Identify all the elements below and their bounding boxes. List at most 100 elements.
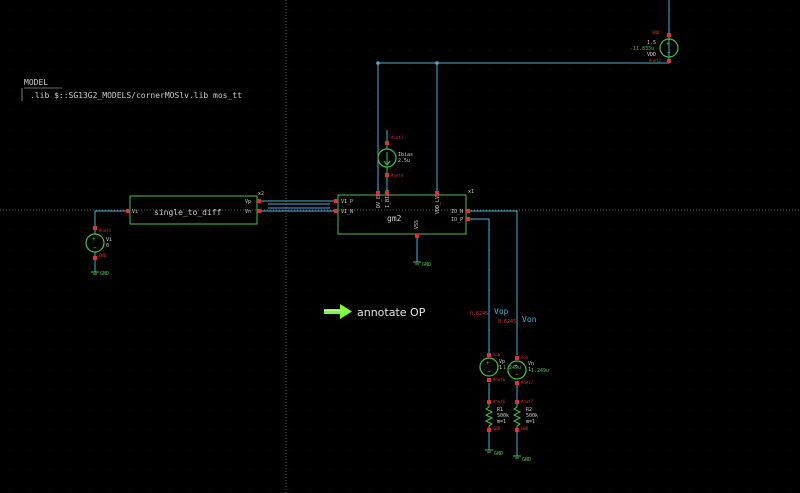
- pin-marker[interactable]: [487, 428, 491, 432]
- ground-vi[interactable]: GND: [91, 271, 109, 277]
- source-vp-symbol: [479, 357, 499, 377]
- model-title: MODEL: [24, 78, 48, 87]
- source-ibias-value: 2.5u: [398, 158, 410, 164]
- pin-marker[interactable]: [487, 400, 491, 404]
- source-vdd-name: VDD: [647, 52, 656, 58]
- instance-single-to-diff[interactable]: single_to_diff x2 Vi Vp Vn: [126, 191, 264, 225]
- pin-marker[interactable]: [334, 209, 338, 213]
- gm2-box: [337, 194, 467, 235]
- pin-marker[interactable]: [334, 199, 338, 203]
- pin-marker[interactable]: [385, 191, 389, 195]
- source-vdd-symbol: [659, 38, 679, 58]
- pin-marker[interactable]: [515, 400, 519, 404]
- source-vp[interactable]: + − Vop Vp 1 1.249u #net6: [479, 352, 521, 382]
- source-vn-pin-bot: #net7: [521, 380, 534, 385]
- ground-label: GND: [422, 262, 431, 268]
- ground-label: GND: [522, 457, 531, 463]
- resistor-r2[interactable]: #net7 R2 500k m=1 GND: [512, 399, 538, 432]
- source-vi-pin-bot: GND: [99, 253, 107, 258]
- resistor-r1[interactable]: #net6 R1 500k m=1 GND: [484, 399, 509, 432]
- minus-icon: −: [515, 371, 519, 378]
- source-vdd-pin-top: GND: [652, 30, 660, 35]
- pin-marker[interactable]: [667, 33, 671, 37]
- pin-marker[interactable]: [515, 381, 519, 385]
- pin-marker[interactable]: [415, 234, 419, 238]
- pin-marker[interactable]: [466, 209, 470, 213]
- pin-label-vi: Vi: [132, 209, 138, 215]
- pin-marker[interactable]: [257, 199, 261, 203]
- pin-marker[interactable]: [93, 256, 97, 260]
- ground-label: GND: [494, 451, 503, 457]
- model-lib-line: .lib $::SG13G2_MODELS/cornerMOSlv.lib mo…: [30, 91, 242, 100]
- resistor-r2-symbol: [512, 403, 522, 430]
- source-vdd[interactable]: + − GND 1.5 -11.833u VDD #net2: [630, 30, 679, 63]
- resistor-r2-mult: m=1: [526, 419, 535, 425]
- wire-io-p: [466, 218, 490, 355]
- plus-icon: +: [92, 236, 96, 243]
- pin-marker[interactable]: [126, 209, 130, 213]
- pin-marker[interactable]: [515, 428, 519, 432]
- pin-marker[interactable]: [385, 173, 389, 177]
- pin-marker[interactable]: [376, 191, 380, 195]
- minus-icon: −: [667, 49, 671, 56]
- resistor-r2-pin-top: #net7: [521, 399, 534, 404]
- pin-label-vi-p: VI_P: [341, 199, 353, 205]
- ground-r2[interactable]: GND: [513, 455, 531, 463]
- pin-marker[interactable]: [435, 191, 439, 195]
- source-vn-symbol: [507, 360, 527, 380]
- pin-marker[interactable]: [466, 217, 470, 221]
- wire-vi: [94, 210, 130, 228]
- ground-r1[interactable]: GND: [485, 449, 503, 457]
- source-vp-value: 1: [499, 365, 502, 371]
- pin-label-io-p: IO_P: [451, 217, 463, 223]
- source-vi[interactable]: + − Vi 0 #net1 GND: [85, 226, 112, 260]
- ground-vss[interactable]: GND: [413, 261, 431, 268]
- net-label-von[interactable]: Von: [522, 315, 537, 324]
- source-vi-name: Vi: [106, 237, 112, 243]
- source-vp-name: Vp: [499, 359, 505, 365]
- source-vn-current: 1.249u: [531, 368, 549, 374]
- source-vn-pin-top: Von: [521, 355, 529, 360]
- pin-marker[interactable]: [93, 226, 97, 230]
- net-voltage-vop: 0.6245: [470, 311, 488, 317]
- resistor-r1-pin-bot: GND: [493, 426, 501, 431]
- pin-marker[interactable]: [385, 141, 389, 145]
- source-vdd-current: -11.833u: [630, 46, 654, 52]
- pin-marker[interactable]: [257, 209, 261, 213]
- single-to-diff-name: single_to_diff: [154, 208, 222, 217]
- source-vdd-value: 1.5: [647, 40, 656, 46]
- gm2-ref: x1: [468, 189, 474, 195]
- source-vp-pin-top: Vop: [493, 352, 501, 357]
- source-vn-name: Vn: [528, 361, 534, 367]
- model-block[interactable]: MODEL .lib $::SG13G2_MODELS/cornerMOSlv.…: [21, 78, 242, 101]
- pin-label-dv-en: DV_EN: [376, 193, 382, 208]
- net-label-vop[interactable]: Vop: [494, 307, 509, 316]
- resistor-r1-name: R1: [497, 407, 503, 413]
- pin-marker[interactable]: [487, 378, 491, 382]
- pin-marker[interactable]: [515, 356, 519, 360]
- source-ibias-pin-top: #net3: [391, 135, 404, 140]
- source-vp-pin-bot: #net6: [493, 377, 506, 382]
- instance-gm2[interactable]: gm2 x1 VI_P VI_N IO_N IO_P VSS DV_EN I_B…: [334, 189, 474, 238]
- source-vn[interactable]: + − Von Vn 1 1.249u #net7: [507, 355, 549, 385]
- wire-io-n: [466, 210, 518, 355]
- pin-label-vss: VSS: [414, 220, 420, 229]
- resistor-r1-value: 500k: [497, 413, 509, 419]
- single-to-diff-ref: x2: [258, 191, 264, 197]
- minus-icon: −: [93, 244, 97, 251]
- source-vp-current: 1.249u: [503, 365, 521, 371]
- net-voltage-von: 0.6245: [498, 319, 516, 325]
- pin-label-vdd: VDD_LV5: [435, 193, 441, 214]
- annotate-op-button[interactable]: annotate OP: [324, 304, 426, 319]
- junction-dot: [435, 61, 439, 65]
- resistor-r1-mult: m=1: [497, 419, 506, 425]
- pin-marker[interactable]: [667, 59, 671, 63]
- pin-label-i-bias: I_BIAS: [385, 190, 391, 208]
- source-ibias-pin-bot: #net4: [391, 173, 404, 178]
- pin-marker[interactable]: [487, 353, 491, 357]
- minus-icon: −: [487, 368, 491, 375]
- source-ibias[interactable]: Ibias 2.5u #net3 #net4: [377, 135, 413, 178]
- gm2-name: gm2: [387, 214, 402, 223]
